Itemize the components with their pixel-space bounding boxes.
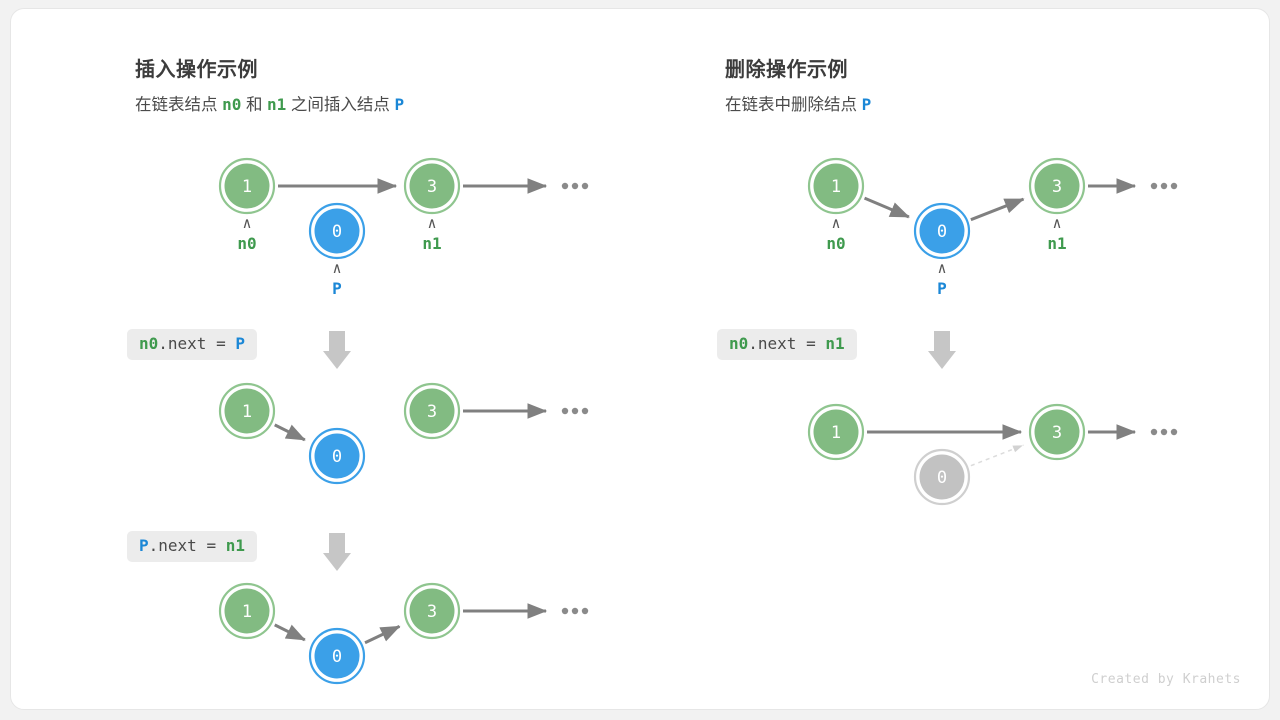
- edge-arrow: [970, 197, 1025, 222]
- edge-arrow: [274, 623, 306, 642]
- code-statement-n0-next-n1: n0.next = n1: [717, 329, 857, 360]
- svg-text:3: 3: [427, 402, 437, 422]
- pointer-caret: ∧: [242, 214, 251, 232]
- list-node: 3: [403, 157, 461, 215]
- pointer-caret: ∧: [831, 214, 840, 232]
- list-node: 1: [807, 403, 865, 461]
- list-node: 0: [308, 427, 366, 485]
- diagram-edges: [274, 178, 1178, 645]
- ellipsis-dot: [571, 407, 579, 415]
- pointer-caret: ∧: [937, 259, 946, 277]
- ellipsis-dot: [1150, 182, 1158, 190]
- ellipsis-dot: [561, 182, 569, 190]
- ellipsis-dot: [1160, 428, 1168, 436]
- linked-list-diagram: 1 0 3 1 0 3 1 0 3 1 0 3 1 0 3 ∧ n0 ∧ P ∧ n1 ∧ n0 ∧ P ∧ n1: [218, 157, 1178, 685]
- code-statement-n0-next-p: n0.next = P: [127, 329, 257, 360]
- edge-arrow: [364, 625, 401, 645]
- ellipsis-dot: [561, 407, 569, 415]
- pointer-caret: ∧: [427, 214, 436, 232]
- code-statement-p-next-n1: P.next = n1: [127, 531, 257, 562]
- ellipsis-dot: [561, 607, 569, 615]
- pointer-label: n1: [1047, 234, 1066, 253]
- svg-text:3: 3: [427, 602, 437, 622]
- list-node: 3: [1028, 157, 1086, 215]
- svg-text:1: 1: [242, 402, 252, 422]
- list-node: 0: [913, 448, 971, 506]
- pointer-label: P: [937, 279, 947, 298]
- panel-insert-subtitle: 在链表结点 n0 和 n1 之间插入结点 P: [135, 95, 405, 114]
- ellipsis-dot: [581, 182, 589, 190]
- pointer-label: n0: [826, 234, 845, 253]
- list-node: 3: [403, 382, 461, 440]
- svg-text:1: 1: [242, 177, 252, 197]
- edge-arrow: [970, 444, 1024, 467]
- ellipsis-dot: [581, 407, 589, 415]
- list-node: 1: [218, 382, 276, 440]
- edge-arrow: [863, 196, 910, 219]
- svg-text:0: 0: [937, 468, 947, 488]
- credit-footer: Created by Krahets: [1091, 672, 1241, 687]
- ellipsis-dot: [1170, 428, 1178, 436]
- list-node: 1: [218, 582, 276, 640]
- svg-text:0: 0: [937, 222, 947, 242]
- panel-insert: 插入操作示例 在链表结点 n0 和 n1 之间插入结点 P n0.next = …: [11, 9, 641, 709]
- list-node: 1: [218, 157, 276, 215]
- panel-delete: 删除操作示例 在链表中删除结点 P n0.next = n1: [641, 9, 1269, 709]
- ellipsis-dot: [1160, 182, 1168, 190]
- list-node: 0: [308, 202, 366, 260]
- ellipsis-dot: [1170, 182, 1178, 190]
- list-node: 0: [913, 202, 971, 260]
- step-down-arrows: [323, 331, 956, 571]
- list-node: 0: [308, 627, 366, 685]
- list-node: 3: [403, 582, 461, 640]
- svg-text:0: 0: [332, 447, 342, 467]
- diagram-nodes: 1 0 3 1 0 3 1 0 3 1 0 3 1 0 3: [218, 157, 1086, 685]
- svg-text:0: 0: [332, 222, 342, 242]
- svg-text:1: 1: [831, 177, 841, 197]
- panel-delete-title: 删除操作示例: [725, 59, 848, 81]
- svg-text:3: 3: [427, 177, 437, 197]
- pointer-caret: ∧: [332, 259, 341, 277]
- pointer-label: n1: [422, 234, 441, 253]
- ellipsis-dot: [1150, 428, 1158, 436]
- pointer-caret: ∧: [1052, 214, 1061, 232]
- step-down-arrow-icon: [323, 331, 351, 369]
- pointer-label: n0: [237, 234, 256, 253]
- ellipsis-dot: [571, 182, 579, 190]
- ellipsis-dot: [571, 607, 579, 615]
- panel-delete-subtitle: 在链表中删除结点 P: [725, 95, 872, 114]
- svg-text:1: 1: [242, 602, 252, 622]
- step-down-arrow-icon: [928, 331, 956, 369]
- ellipsis-dot: [581, 607, 589, 615]
- panel-insert-title: 插入操作示例: [135, 59, 258, 81]
- list-node: 3: [1028, 403, 1086, 461]
- diagram-pointer-labels: ∧ n0 ∧ P ∧ n1 ∧ n0 ∧ P ∧ n1: [237, 214, 1066, 298]
- step-down-arrow-icon: [323, 533, 351, 571]
- figure-card: 1 0 3 1 0 3 1 0 3 1 0 3 1 0 3 ∧ n0 ∧ P ∧ n1 ∧ n0 ∧ P ∧ n1 插入操作示例 …: [10, 8, 1270, 710]
- edge-arrow: [274, 423, 306, 442]
- pointer-label: P: [332, 279, 342, 298]
- svg-text:1: 1: [831, 423, 841, 443]
- list-node: 1: [807, 157, 865, 215]
- svg-text:3: 3: [1052, 177, 1062, 197]
- svg-text:3: 3: [1052, 423, 1062, 443]
- svg-text:0: 0: [332, 647, 342, 667]
